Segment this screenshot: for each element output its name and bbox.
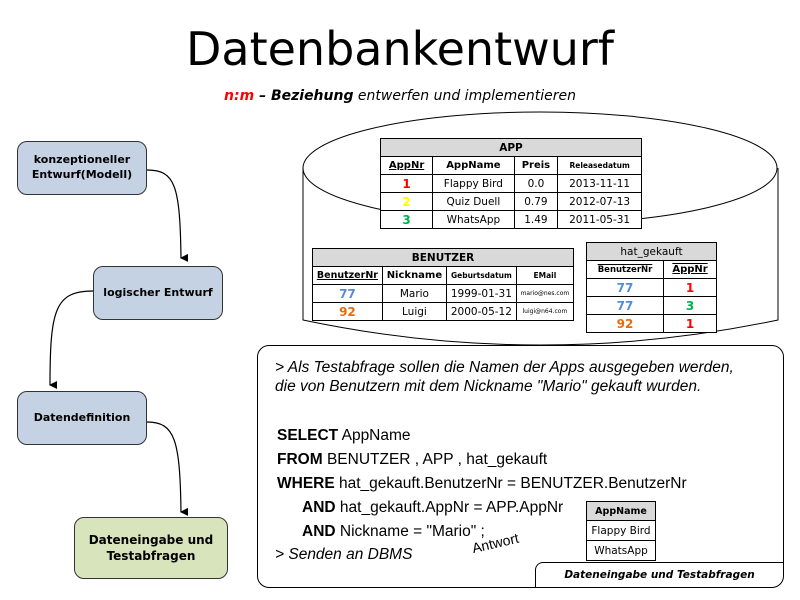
table-benutzer: BENUTZER BenutzerNr Nickname Geburtsdatu… [312, 248, 575, 321]
user-email: mario@nes.com [515, 284, 575, 303]
sql-line: WHERE hat_gekauft.BenutzerNr = BENUTZER.… [277, 475, 687, 492]
app-nr: 3 [379, 210, 434, 229]
app-release: 2012-07-13 [557, 192, 642, 211]
send-to-dbms: > Senden an DBMS [275, 546, 413, 563]
connector-2-3 [49, 290, 94, 390]
flow-step-definition: Datendefinition [17, 391, 147, 445]
result-app-name: WhatsApp [586, 540, 656, 561]
column-header: AppName [586, 501, 656, 521]
app-nr: 3 [663, 296, 717, 315]
subtitle-rest: entwerfen und implementieren [353, 88, 576, 104]
column-header: AppNr [379, 156, 434, 175]
table-caption: APP [380, 138, 642, 157]
table-row: 77 3 [585, 296, 717, 315]
user-birthdate: 2000-05-12 [445, 302, 517, 321]
app-price: 0.0 [513, 174, 559, 193]
sql-line: AND Nickname = "Mario" ; [302, 523, 485, 540]
flow-step-label: Entwurf(Modell) [31, 168, 133, 181]
column-header: EMail [515, 266, 575, 285]
subtitle: n:m – Beziehung entwerfen und implementi… [0, 88, 800, 104]
sql-line: SELECT AppName [277, 427, 411, 444]
table-row: 77 Mario 1999-01-31 mario@nes.com [312, 284, 575, 303]
sql-line: FROM BENUTZER , APP , hat_gekauft [277, 451, 548, 468]
page-title: Datenbankentwurf [185, 22, 614, 76]
table-result: AppName Flappy Bird WhatsApp [586, 501, 656, 561]
column-header: Nickname [381, 266, 447, 285]
app-name: WhatsApp [432, 210, 515, 229]
table-row: 2 Quiz Duell 0.79 2012-07-13 [379, 192, 642, 211]
connector-1-2 [146, 169, 189, 262]
app-name: Flappy Bird [432, 174, 515, 193]
table-app: APP AppNr AppName Preis Releasedatum 1 F… [379, 138, 642, 229]
column-header: AppName [432, 156, 515, 175]
app-release: 2013-11-11 [557, 174, 642, 193]
table-hat-gekauft: hat_gekauft BenutzerNr AppNr 77 1 77 3 9… [585, 242, 717, 333]
column-header: Preis [513, 156, 559, 175]
app-nr: 2 [379, 192, 434, 211]
user-nr: 92 [585, 314, 665, 333]
app-nr: 1 [663, 278, 717, 297]
connector-3-4 [146, 421, 189, 516]
table-caption: hat_gekauft [586, 242, 717, 261]
app-price: 0.79 [513, 192, 559, 211]
flow-step-label: Datendefinition [33, 410, 131, 424]
table-row: 3 WhatsApp 1.49 2011-05-31 [379, 210, 642, 229]
result-app-name: Flappy Bird [586, 520, 656, 541]
flow-step-label: Dateneingabe und [88, 532, 214, 547]
table-caption: BENUTZER [312, 248, 574, 267]
table-row: 92 1 [585, 314, 717, 333]
app-price: 1.49 [513, 210, 559, 229]
user-nr: 77 [312, 284, 383, 303]
table-row: WhatsApp [586, 540, 656, 561]
flow-step-logical: logischer Entwurf [93, 266, 223, 320]
flow-step-label: logischer Entwurf [103, 285, 213, 299]
panel-label: Dateneingabe und Testabfragen [535, 562, 783, 587]
relation-type: n:m [224, 88, 255, 104]
column-header: Geburtsdatum [445, 266, 517, 285]
app-name: Quiz Duell [432, 192, 515, 211]
user-email: luigi@n64.com [515, 302, 575, 321]
subtitle-bold: – Beziehung [254, 88, 354, 104]
user-nr: 92 [312, 302, 383, 321]
column-header: BenutzerNr [585, 260, 665, 279]
column-header: BenutzerNr [312, 266, 383, 285]
column-header: AppNr [663, 260, 717, 279]
app-nr: 1 [379, 174, 434, 193]
user-nr: 77 [585, 296, 665, 315]
sql-line: AND hat_gekauft.AppNr = APP.AppNr [302, 499, 564, 516]
table-row: 77 1 [585, 278, 717, 297]
column-header: Releasedatum [557, 156, 642, 175]
user-birthdate: 1999-01-31 [445, 284, 517, 303]
user-nr: 77 [585, 278, 665, 297]
query-intro-line2: die von Benutzern mit dem Nickname "Mari… [275, 378, 702, 395]
flow-step-label: konzeptioneller [33, 153, 131, 167]
table-row: Flappy Bird [586, 520, 656, 541]
query-intro-line1: > Als Testabfrage sollen die Namen der A… [275, 359, 734, 376]
app-release: 2011-05-31 [557, 210, 642, 229]
query-panel [257, 345, 784, 588]
user-nickname: Mario [381, 284, 447, 303]
table-row: 92 Luigi 2000-05-12 luigi@n64.com [312, 302, 575, 321]
user-nickname: Luigi [381, 302, 447, 321]
app-nr: 1 [663, 314, 717, 333]
flow-step-label: Testabfragen [106, 549, 196, 563]
table-row: 1 Flappy Bird 0.0 2013-11-11 [379, 174, 642, 193]
